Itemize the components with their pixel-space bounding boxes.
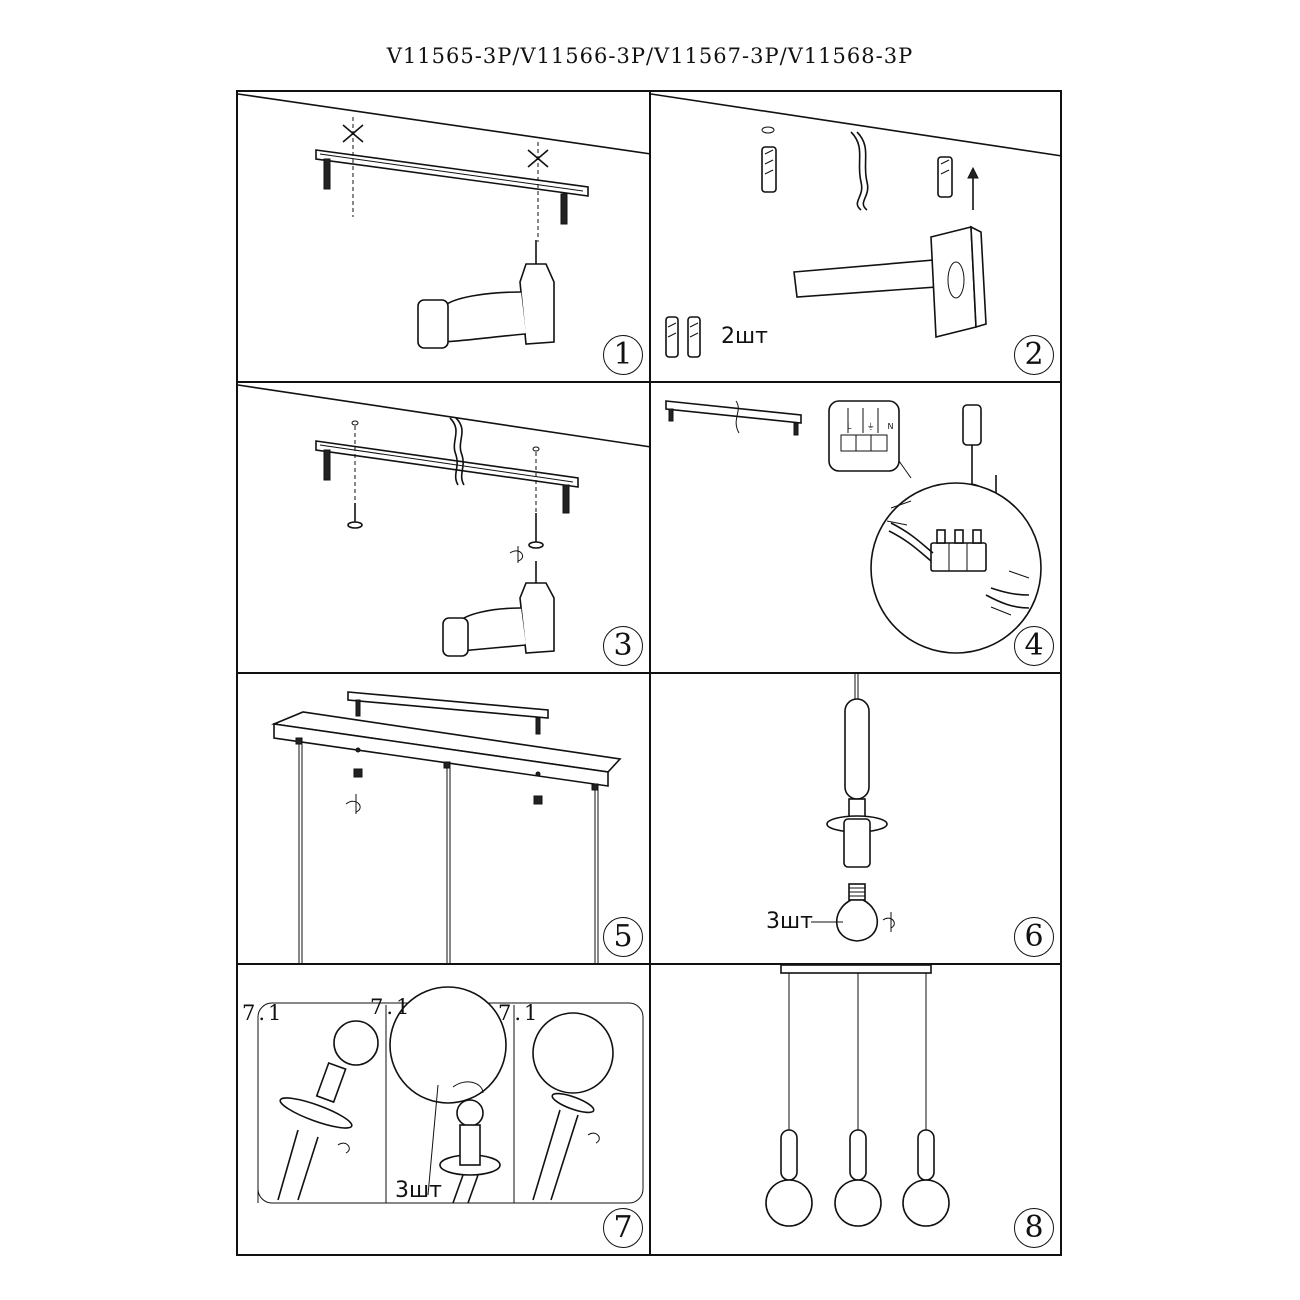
step-3-illustration [238, 384, 652, 657]
step-1-panel: 1 [236, 90, 652, 383]
step-6-illustration [811, 674, 895, 942]
step-2-panel: 2шт 2 [649, 90, 1063, 383]
step-7-quantity: 3шт [395, 1178, 442, 1203]
step-4-number: 4 [1014, 626, 1054, 666]
step-6-number: 6 [1014, 917, 1054, 957]
step-5-number: 5 [603, 917, 643, 957]
terminal-label-ground: ⏚ [866, 422, 875, 431]
terminal-labels: L ⏚ N [847, 421, 893, 432]
step-8-illustration [765, 965, 950, 1227]
document-title: V11565-3P/V11566-3P/V11567-3P/V11568-3P [386, 44, 914, 68]
step-2-number: 2 [1014, 335, 1054, 375]
step-8-panel: 8 [649, 963, 1062, 1256]
step-5-illustration [270, 691, 622, 964]
step-4-illustration [665, 400, 1042, 654]
terminal-label-live: L [847, 422, 852, 431]
step-2-quantity: 2шт [721, 324, 768, 349]
step-5-panel: 5 [236, 672, 651, 965]
step-7-number: 7 [603, 1208, 643, 1248]
step-3-panel: 3 [236, 381, 652, 674]
step-6-panel: 3шт 6 [649, 672, 1062, 965]
terminal-label-neutral: N [887, 422, 894, 431]
step-7-panel: 7.1 7.1 7.1 3шт 7 [236, 963, 651, 1256]
step-8-number: 8 [1014, 1208, 1054, 1248]
step-4-panel: L ⏚ N 4 [649, 381, 1062, 674]
step-2-illustration [651, 93, 1063, 358]
step-6-quantity: 3шт [766, 909, 813, 934]
step-3-number: 3 [603, 626, 643, 666]
step-1-illustration [238, 93, 652, 349]
step-7-illustration [257, 986, 644, 1204]
step-7-sub-label-1: 7.1 [242, 1001, 285, 1025]
step-7-sub-label-2: 7.1 [370, 995, 413, 1019]
step-7-sub-label-3: 7.1 [498, 1001, 541, 1025]
step-1-number: 1 [603, 335, 643, 375]
